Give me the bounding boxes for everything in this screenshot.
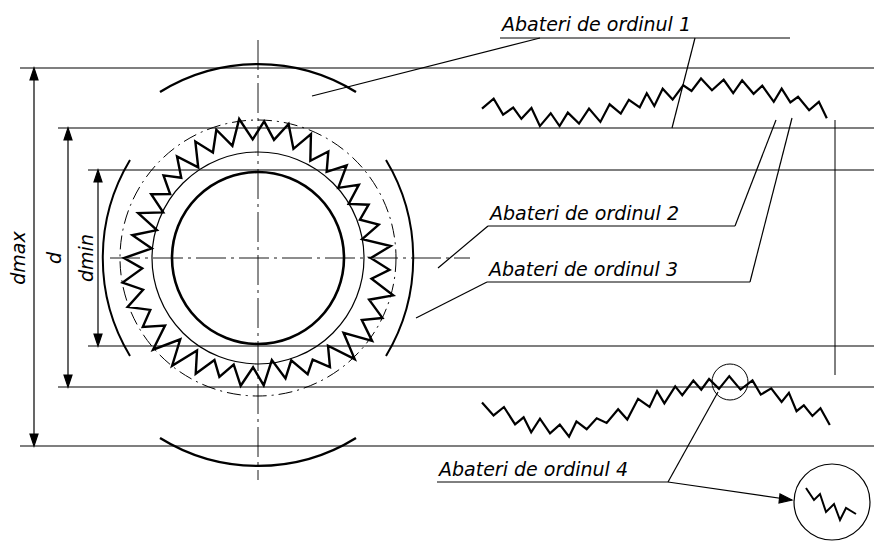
real-profile	[123, 119, 394, 386]
label-underline	[487, 282, 750, 283]
leader-arrow	[779, 494, 792, 503]
callout-label: Abateri de ordinul 1	[502, 14, 691, 35]
dimension-label: dmin	[76, 232, 97, 284]
projection-line	[835, 120, 836, 375]
d-line	[58, 386, 874, 387]
leader-line	[735, 120, 776, 226]
max-arc	[386, 160, 413, 356]
dmax-line	[20, 67, 874, 68]
leader-line	[312, 38, 540, 96]
callout-label: Abateri de ordinul 2	[490, 203, 679, 224]
leader-line	[672, 38, 695, 128]
dimension-arrow	[30, 68, 38, 446]
leader-line	[416, 282, 487, 318]
dimension-line	[97, 174, 98, 342]
roughness-detail	[806, 488, 856, 520]
label-underline	[488, 226, 735, 227]
min-circle	[152, 152, 364, 364]
nominal-circle	[120, 120, 396, 396]
dimension-line	[33, 72, 34, 442]
leader-line	[750, 118, 792, 282]
label-underline	[437, 482, 668, 483]
real-profile	[482, 79, 827, 127]
max-arc	[160, 438, 356, 466]
dimension-arrow	[64, 128, 72, 387]
leader-line	[438, 226, 488, 268]
dmin-line	[88, 345, 874, 346]
callout-label: Abateri de ordinul 3	[489, 259, 678, 280]
leader-line	[668, 392, 718, 482]
center-line	[258, 40, 259, 480]
dimension-line	[67, 132, 68, 383]
bore-circle	[172, 172, 344, 344]
callout-label: Abateri de ordinul 4	[439, 459, 628, 480]
max-arc	[160, 64, 356, 92]
real-profile	[482, 376, 830, 436]
magnified-circle	[794, 464, 870, 540]
center-line	[110, 258, 470, 259]
detail-circle	[712, 364, 748, 400]
leader-line	[668, 482, 792, 500]
dimension-label: dmax	[8, 229, 29, 286]
dimension-label: d	[44, 250, 65, 266]
dmax-line	[20, 445, 874, 446]
label-underline	[500, 38, 790, 39]
d-line	[58, 127, 874, 128]
